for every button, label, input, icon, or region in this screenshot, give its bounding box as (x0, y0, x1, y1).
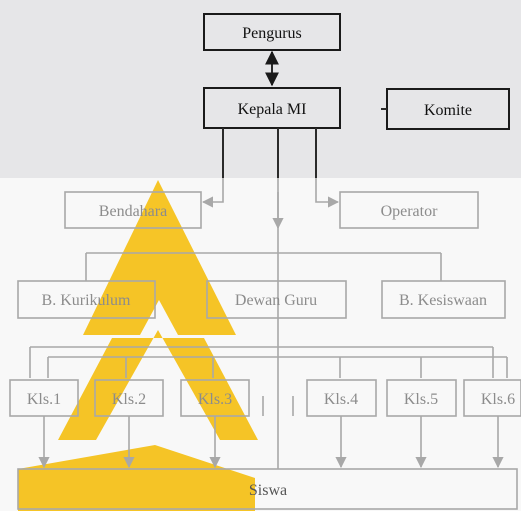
kls6-box[interactable] (463, 379, 521, 417)
kls3-label: Kls.3 (198, 391, 232, 408)
connector-to-operator (315, 178, 340, 208)
bendahara-box[interactable] (64, 191, 202, 229)
operator-label: Operator (381, 203, 439, 220)
siswa-box[interactable] (17, 468, 518, 510)
kls5-label: Kls.5 (404, 391, 438, 408)
watermark-logo (18, 180, 258, 511)
bottom-background (0, 178, 521, 511)
kls4-label: Kls.4 (324, 391, 358, 408)
b-kurikulum-label: B. Kurikulum (42, 292, 131, 309)
komite-label: Komite (424, 102, 472, 119)
pengurus-box[interactable] (203, 13, 341, 51)
kepala-mi-box[interactable] (203, 87, 341, 129)
bendahara-label: Bendahara (99, 203, 167, 220)
operator-box[interactable] (339, 191, 479, 229)
dewan-guru-box[interactable] (206, 280, 347, 319)
dewan-guru-label: Dewan Guru (235, 292, 317, 309)
pengurus-label: Pengurus (242, 25, 302, 42)
b-kesiswaan-label: B. Kesiswaan (399, 292, 487, 309)
kls1-label: Kls.1 (27, 391, 61, 408)
b-kurikulum-box[interactable] (17, 280, 156, 319)
kls6-label: Kls.6 (481, 391, 515, 408)
b-kesiswaan-box[interactable] (381, 280, 506, 319)
siswa-label: Siswa (249, 482, 287, 499)
connector-to-bendahara (201, 178, 224, 208)
kepala-mi-label: Kepala MI (238, 101, 307, 118)
kls2-label: Kls.2 (112, 391, 146, 408)
